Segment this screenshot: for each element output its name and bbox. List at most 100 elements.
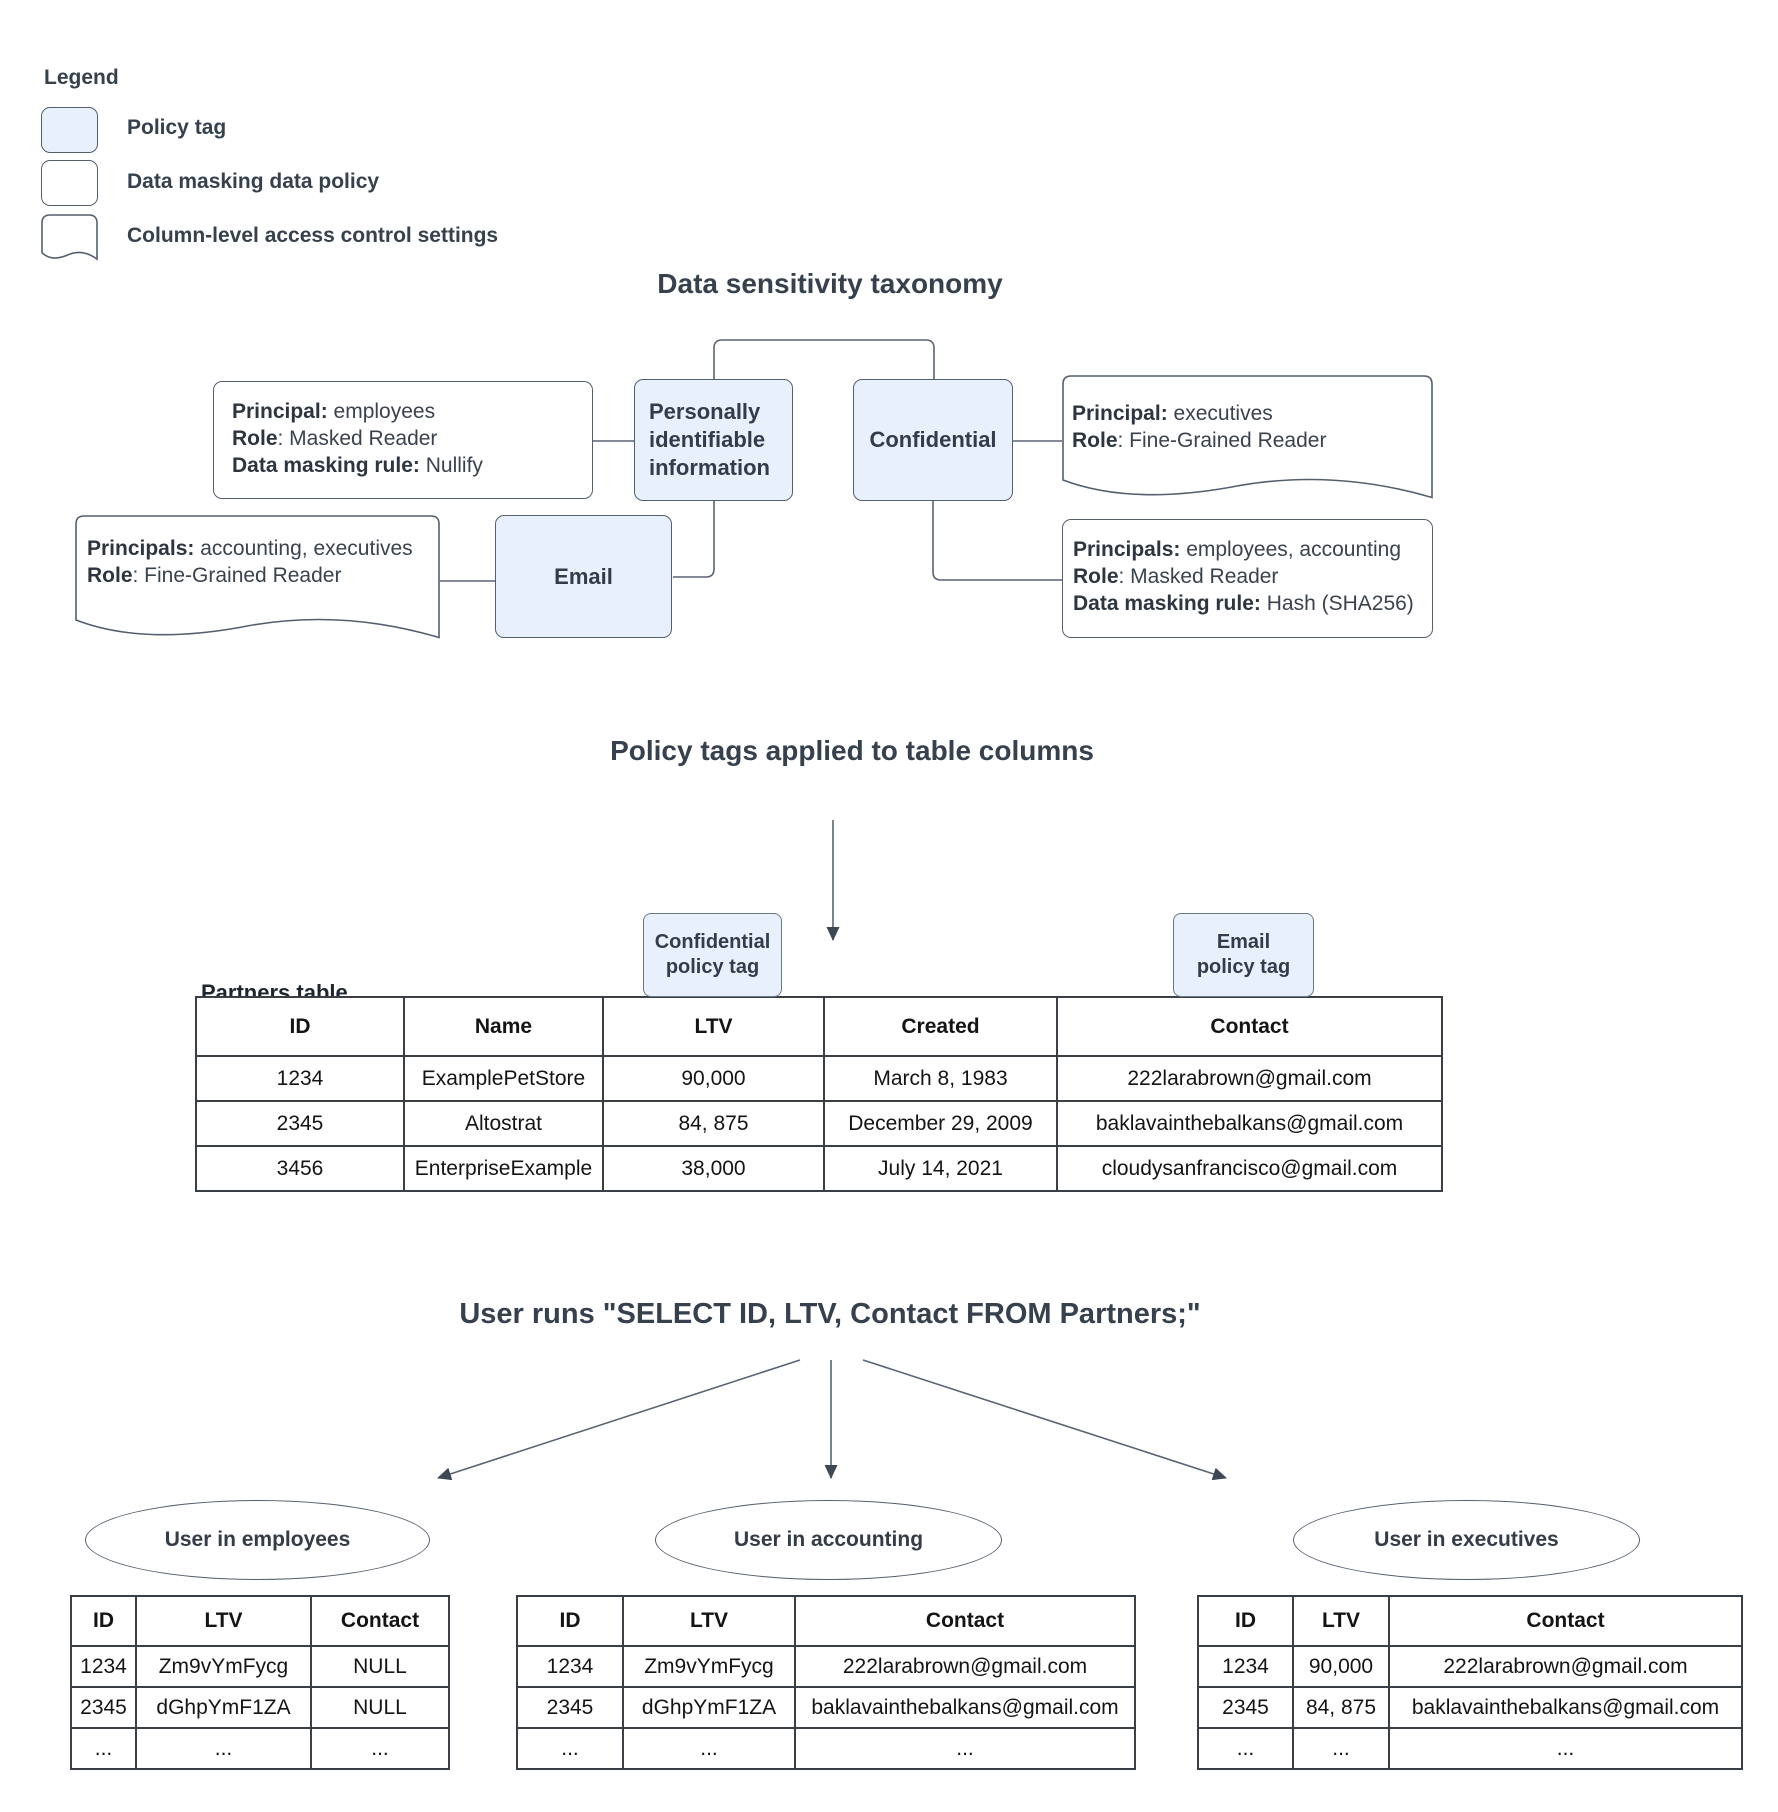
result-cell: 2345	[1197, 1686, 1294, 1729]
result-header-cell: Contact	[794, 1595, 1136, 1647]
result-cell: 90,000	[1292, 1645, 1390, 1688]
partners-cell: 2345	[195, 1100, 405, 1147]
result-cell: ...	[70, 1727, 137, 1770]
acct-exec-access-control-box: Principals: accounting, executives Role:…	[75, 515, 440, 647]
policy-line-value: Nullify	[419, 454, 483, 477]
legend-label-data-policy: Data masking data policy	[127, 170, 380, 193]
policy-line-value: : Fine-Grained Reader	[132, 564, 342, 587]
legend-label-access-control: Column-level access control settings	[127, 224, 499, 247]
result-header-row: ID LTV Contact	[70, 1595, 450, 1647]
result-cell: 1234	[1197, 1645, 1294, 1688]
result-header-cell: LTV	[622, 1595, 796, 1647]
result-row: 1234 Zm9vYmFycg 222larabrown@gmail.com	[516, 1645, 1136, 1688]
data-policy-swatch-icon	[41, 160, 98, 206]
pii-label: Personally identifiable information	[649, 399, 770, 480]
partners-table: ID Name LTV Created Contact 1234 Example…	[195, 996, 1443, 1192]
partners-cell: 38,000	[602, 1145, 825, 1192]
connector-pii-email	[673, 501, 715, 578]
applied-section-title: Policy tags applied to table columns	[610, 735, 1094, 766]
group-label: User in executives	[1374, 1528, 1559, 1551]
pii-policy-tag-node: Personally identifiable information	[634, 379, 793, 501]
result-cell: 1234	[70, 1645, 137, 1688]
result-cell: ...	[794, 1727, 1136, 1770]
result-header-cell: Contact	[310, 1595, 450, 1647]
tag-line: policy tag	[665, 956, 760, 978]
result-cell: dGhpYmF1ZA	[622, 1686, 796, 1729]
policy-line-label: Principal:	[232, 400, 328, 423]
partners-row: 2345 Altostrat 84, 875 December 29, 2009…	[195, 1100, 1443, 1147]
result-row: 1234 90,000 222larabrown@gmail.com	[1197, 1645, 1743, 1688]
result-cell: ...	[622, 1727, 796, 1770]
result-table-accounting: ID LTV Contact 1234 Zm9vYmFycg 222larabr…	[516, 1595, 1136, 1770]
policy-line-value: : Fine-Grained Reader	[1117, 429, 1327, 452]
group-oval-executives: User in executives	[1293, 1500, 1640, 1580]
email-column-tag: Email policy tag	[1173, 913, 1314, 997]
policy-line-label: Role	[87, 564, 133, 587]
result-row: 2345 dGhpYmF1ZA baklavainthebalkans@gmai…	[516, 1686, 1136, 1729]
result-header-cell: ID	[70, 1595, 137, 1647]
policy-line-label: Role	[1072, 429, 1118, 452]
policy-line-label: Principals:	[1073, 538, 1181, 561]
policy-line-label: Role	[1073, 565, 1119, 588]
partners-cell: July 14, 2021	[823, 1145, 1058, 1192]
result-header-row: ID LTV Contact	[1197, 1595, 1743, 1647]
result-row: 2345 84, 875 baklavainthebalkans@gmail.c…	[1197, 1686, 1743, 1729]
partners-cell: cloudysanfrancisco@gmail.com	[1056, 1145, 1443, 1192]
result-cell: ...	[135, 1727, 312, 1770]
partners-header-cell: Name	[403, 996, 604, 1057]
partners-header-cell: Created	[823, 996, 1058, 1057]
policy-line-label: Role	[232, 427, 278, 450]
result-header-cell: Contact	[1388, 1595, 1743, 1647]
result-row: ... ... ...	[70, 1727, 450, 1770]
partners-cell: baklavainthebalkans@gmail.com	[1056, 1100, 1443, 1147]
policy-line-value: : Masked Reader	[277, 427, 438, 450]
result-cell: dGhpYmF1ZA	[135, 1686, 312, 1729]
partners-cell: 3456	[195, 1145, 405, 1192]
policy-line-value: employees, accounting	[1180, 538, 1402, 561]
result-header-row: ID LTV Contact	[516, 1595, 1136, 1647]
partners-cell: EnterpriseExample	[403, 1145, 604, 1192]
result-header-cell: ID	[516, 1595, 624, 1647]
partners-header-cell: Contact	[1056, 996, 1443, 1057]
policy-line-label: Principals:	[87, 537, 195, 560]
taxonomy-root-bracket	[713, 339, 935, 379]
result-cell: 222larabrown@gmail.com	[1388, 1645, 1743, 1688]
result-header-cell: LTV	[135, 1595, 312, 1647]
result-cell: 84, 875	[1292, 1686, 1390, 1729]
result-cell: 1234	[516, 1645, 624, 1688]
result-cell: ...	[1292, 1727, 1390, 1770]
policy-line-value: executives	[1167, 402, 1273, 425]
policy-line-value: Hash (SHA256)	[1260, 592, 1414, 615]
result-cell: Zm9vYmFycg	[622, 1645, 796, 1688]
policy-line-value: accounting, executives	[194, 537, 413, 560]
result-cell: baklavainthebalkans@gmail.com	[1388, 1686, 1743, 1729]
result-cell: ...	[310, 1727, 450, 1770]
result-cell: ...	[1197, 1727, 1294, 1770]
partners-header-cell: LTV	[602, 996, 825, 1057]
nullify-data-policy-box: Principal: employees Role: Masked Reader…	[213, 381, 593, 499]
group-oval-accounting: User in accounting	[655, 1500, 1002, 1580]
policy-line-value: : Masked Reader	[1118, 565, 1279, 588]
legend-label-policy-tag: Policy tag	[127, 116, 227, 139]
policy-line-label: Data masking rule:	[1073, 592, 1261, 615]
email-policy-tag-node: Email	[495, 515, 672, 638]
result-header-cell: ID	[1197, 1595, 1294, 1647]
result-cell: ...	[1388, 1727, 1743, 1770]
policy-line-label: Data masking rule:	[232, 454, 420, 477]
partners-cell: 84, 875	[602, 1100, 825, 1147]
result-row: 2345 dGhpYmF1ZA NULL	[70, 1686, 450, 1729]
partners-cell: December 29, 2009	[823, 1100, 1058, 1147]
partners-cell: Altostrat	[403, 1100, 604, 1147]
partners-cell: March 8, 1983	[823, 1055, 1058, 1102]
result-cell: Zm9vYmFycg	[135, 1645, 312, 1688]
group-label: User in accounting	[733, 1528, 924, 1551]
email-label: Email	[554, 563, 613, 589]
arrow-query-to-executives	[862, 1359, 1227, 1481]
result-row: 1234 Zm9vYmFycg NULL	[70, 1645, 450, 1688]
policy-line-value: employees	[327, 400, 436, 423]
query-section-title: User runs "SELECT ID, LTV, Contact FROM …	[459, 1298, 1201, 1330]
access-control-swatch-icon	[41, 214, 98, 270]
partners-row: 1234 ExamplePetStore 90,000 March 8, 198…	[195, 1055, 1443, 1102]
confidential-policy-tag-node: Confidential	[853, 379, 1013, 501]
